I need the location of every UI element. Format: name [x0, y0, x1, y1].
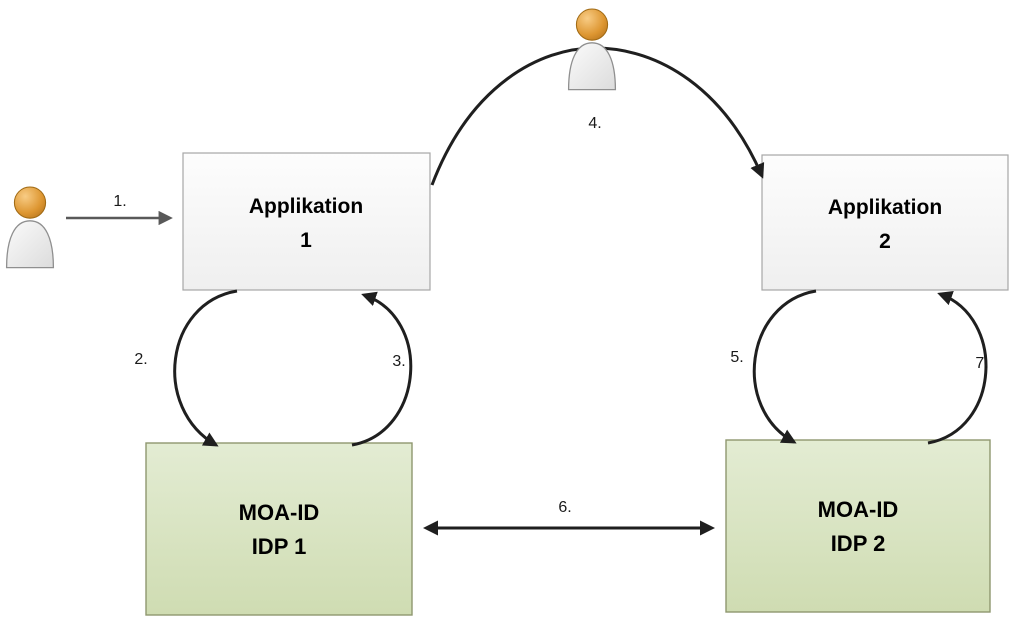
idp1-label-line1: MOA-ID — [239, 500, 320, 525]
step-label-7: 7. — [975, 355, 988, 372]
app2-label-line1: Applikation — [828, 196, 942, 219]
arrow-step-3 — [351, 291, 413, 447]
step-label-3: 3. — [392, 353, 405, 370]
arrow-step-5 — [752, 289, 817, 444]
node-moa-id-idp-1 — [145, 442, 413, 616]
arrow-step-2 — [173, 289, 238, 447]
idp1-label-line2: IDP 1 — [252, 534, 307, 559]
node-applikation-2 — [761, 154, 1009, 291]
arrow-step-7 — [927, 291, 988, 445]
step-label-1: 1. — [113, 193, 126, 210]
app1-label-line1: Applikation — [249, 195, 363, 218]
step-label-5: 5. — [730, 349, 743, 366]
user-icon — [5, 186, 55, 269]
idp2-label-line2: IDP 2 — [831, 531, 886, 556]
step-label-4: 4. — [588, 115, 601, 132]
idp2-label-line1: MOA-ID — [818, 497, 899, 522]
node-applikation-1 — [182, 152, 431, 291]
app2-label-line2: 2 — [879, 230, 891, 253]
step-label-2: 2. — [134, 351, 147, 368]
step-label-6: 6. — [558, 499, 571, 516]
app1-label-line2: 1 — [300, 229, 312, 252]
node-moa-id-idp-2 — [725, 439, 991, 613]
